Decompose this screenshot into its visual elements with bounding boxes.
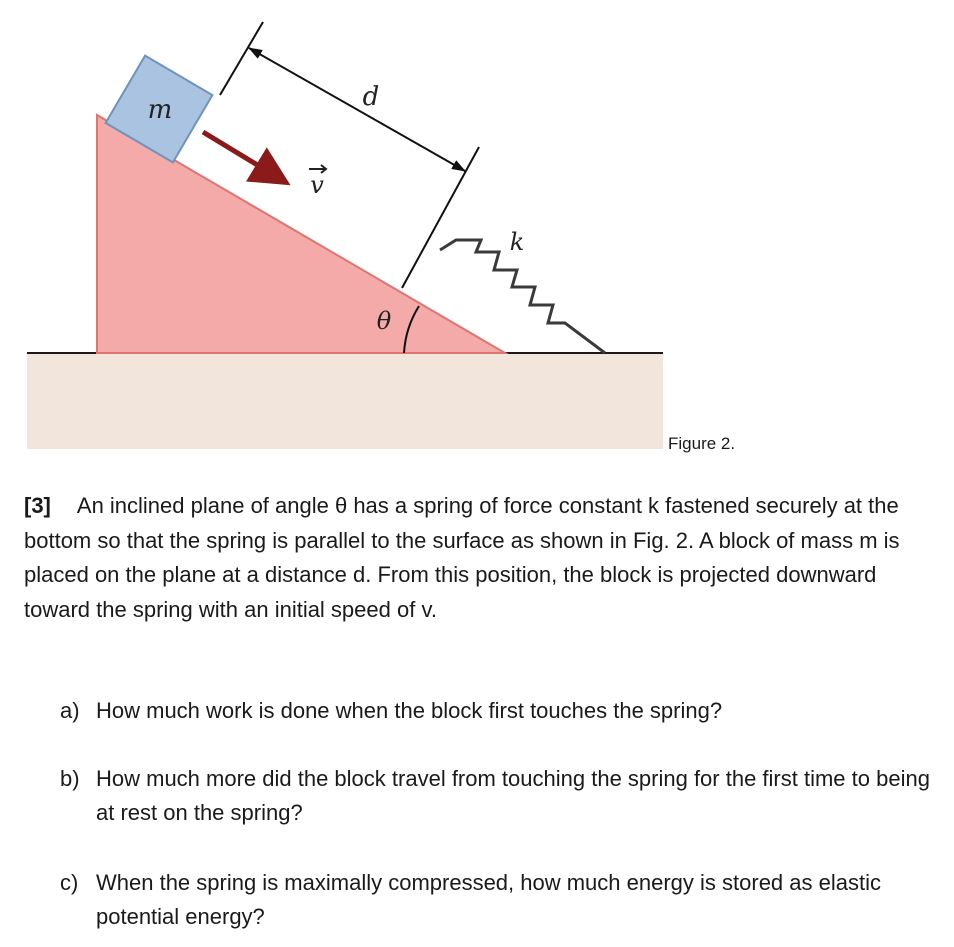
dimension-extension-bottom	[401, 146, 480, 289]
mass-label: m	[148, 95, 173, 125]
question-label: a)	[60, 698, 80, 723]
incline-spring-diagram: m v d k θ	[27, 21, 663, 449]
spring-constant-label: k	[510, 228, 525, 256]
ground	[27, 354, 663, 449]
problem-text: An inclined plane of angle θ has a sprin…	[24, 493, 900, 622]
question-label: b)	[60, 766, 80, 791]
question-text: How much more did the block travel from …	[96, 766, 930, 825]
angle-arc	[403, 305, 420, 354]
question-text: How much work is done when the block fir…	[96, 698, 723, 723]
incline	[96, 113, 509, 354]
question-c: c) When the spring is maximally compress…	[60, 866, 945, 934]
velocity-label: v	[310, 171, 324, 199]
distance-label: d	[363, 82, 380, 112]
question-b: b) How much more did the block travel fr…	[60, 762, 945, 830]
problem-number: [3]	[24, 493, 51, 518]
problem-statement: [3]An inclined plane of angle θ has a sp…	[24, 489, 942, 627]
block	[104, 54, 214, 164]
angle-label: θ	[377, 307, 392, 335]
figure-caption: Figure 2.	[668, 434, 736, 453]
spring	[439, 238, 606, 355]
velocity-arrow	[201, 129, 291, 186]
distance-dimension	[248, 47, 466, 172]
question-label: c)	[60, 870, 79, 895]
dimension-extension-top	[219, 21, 264, 96]
question-a: a) How much work is done when the block …	[60, 694, 945, 728]
question-text: When the spring is maximally compressed,…	[96, 870, 881, 929]
